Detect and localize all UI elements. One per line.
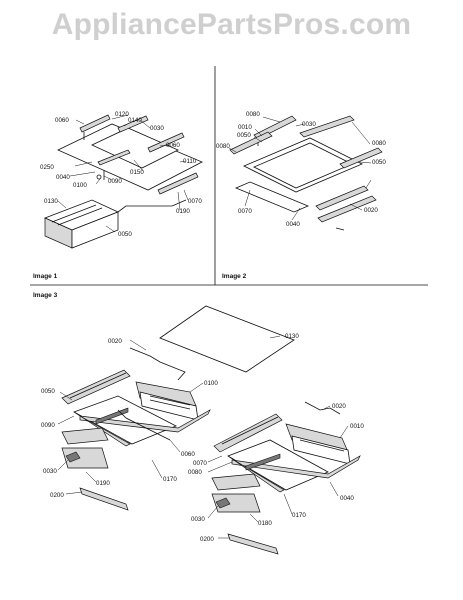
left-shelf-link [117, 409, 171, 441]
right-shelf-front-rail [227, 455, 285, 493]
callout-0200: 0200 [50, 492, 64, 499]
front-trim [317, 195, 377, 223]
right-bar-0200 [227, 533, 279, 555]
rear-rail [117, 115, 149, 133]
callout-0080: 0080 [188, 469, 202, 476]
callout-0100: 0100 [73, 182, 87, 189]
right-shelf-side-rail [231, 455, 361, 479]
callout-0130: 0130 [285, 333, 299, 340]
callout-0020: 0020 [364, 207, 378, 214]
panel-label-image-1: Image 1 [33, 273, 58, 280]
right-shelf-frame [227, 439, 329, 491]
callout-0050: 0050 [118, 231, 132, 238]
callout-0060: 0060 [181, 451, 195, 458]
callout-0070: 0070 [188, 198, 202, 205]
support-wire-right [304, 401, 341, 415]
callout-0030: 0030 [191, 516, 205, 523]
left-clip-0030 [65, 451, 81, 463]
left-shelf-frame [73, 395, 177, 445]
callout-0080: 0080 [246, 111, 260, 118]
callout-0080: 0080 [372, 140, 386, 147]
callout-0020: 0020 [108, 338, 122, 345]
callout-0050: 0050 [237, 132, 251, 139]
right-clip-0030 [215, 497, 231, 509]
left-trim-strip [61, 427, 109, 445]
callout-0050: 0050 [41, 388, 55, 395]
left-rail [79, 114, 111, 133]
callout-0170: 0170 [163, 476, 177, 483]
shelf-glass [91, 127, 179, 169]
support-wire-left [129, 347, 186, 381]
side-trim [339, 147, 383, 169]
front-rail [157, 172, 199, 195]
callout-0150: 0150 [130, 169, 144, 176]
panel-label-image-2: Image 2 [222, 273, 247, 280]
watermark-logo-text: AppliancePartsPros.com [51, 8, 412, 41]
right-support [147, 132, 185, 153]
callout-0190: 0190 [176, 208, 190, 215]
callout-0020: 0020 [332, 403, 346, 410]
right-trim-strip [211, 473, 261, 491]
panel-label-image-3: Image 3 [33, 292, 58, 299]
pivot-clip [96, 174, 102, 180]
callout-0070: 0070 [193, 460, 207, 467]
image-2-exploded-view: 0080 0030 0010 0050 0080 0080 0050 0070 … [216, 111, 386, 231]
callout-0080: 0080 [216, 143, 230, 150]
image-3-exploded-view: 0020 0130 0050 0100 0090 0060 0030 0190 … [41, 305, 364, 555]
callout-0030: 0030 [302, 121, 316, 128]
glass-panel [159, 305, 295, 373]
image-1-exploded-view: 0060 0120 0140 0030 0060 0250 0040 0100 … [40, 111, 203, 249]
callout-0140: 0140 [128, 117, 142, 124]
callout-0090: 0090 [108, 178, 122, 185]
callout-0030: 0030 [43, 468, 57, 475]
callout-0040: 0040 [56, 174, 70, 181]
crisper-drawer-front [71, 211, 119, 249]
callout-0250: 0250 [40, 164, 54, 171]
callout-0030: 0030 [150, 125, 164, 132]
callout-0050: 0050 [372, 159, 386, 166]
callout-0040: 0040 [340, 495, 354, 502]
callout-0170: 0170 [292, 512, 306, 519]
callout-0010: 0010 [350, 423, 364, 430]
glass-shelf-inner [253, 142, 353, 189]
right-rail [299, 115, 355, 138]
callout-0060: 0060 [55, 117, 69, 124]
callout-0090: 0090 [41, 422, 55, 429]
callout-0200: 0200 [200, 536, 214, 543]
front-frame-right [315, 185, 369, 211]
callout-0100: 0100 [204, 380, 218, 387]
left-bar-0200 [79, 487, 129, 511]
callout-0060: 0060 [166, 142, 180, 149]
callout-0130: 0130 [44, 198, 58, 205]
callout-0190: 0190 [96, 480, 110, 487]
front-frame-left [234, 181, 310, 213]
callout-0010: 0010 [238, 124, 252, 131]
callout-0040: 0040 [286, 221, 300, 228]
callout-0110: 0110 [183, 158, 197, 165]
callout-0070: 0070 [238, 208, 252, 215]
divider-strip [97, 149, 131, 166]
callout-0120: 0120 [115, 111, 129, 118]
callout-0180: 0180 [258, 520, 272, 527]
right-shelf-clip [245, 453, 281, 471]
